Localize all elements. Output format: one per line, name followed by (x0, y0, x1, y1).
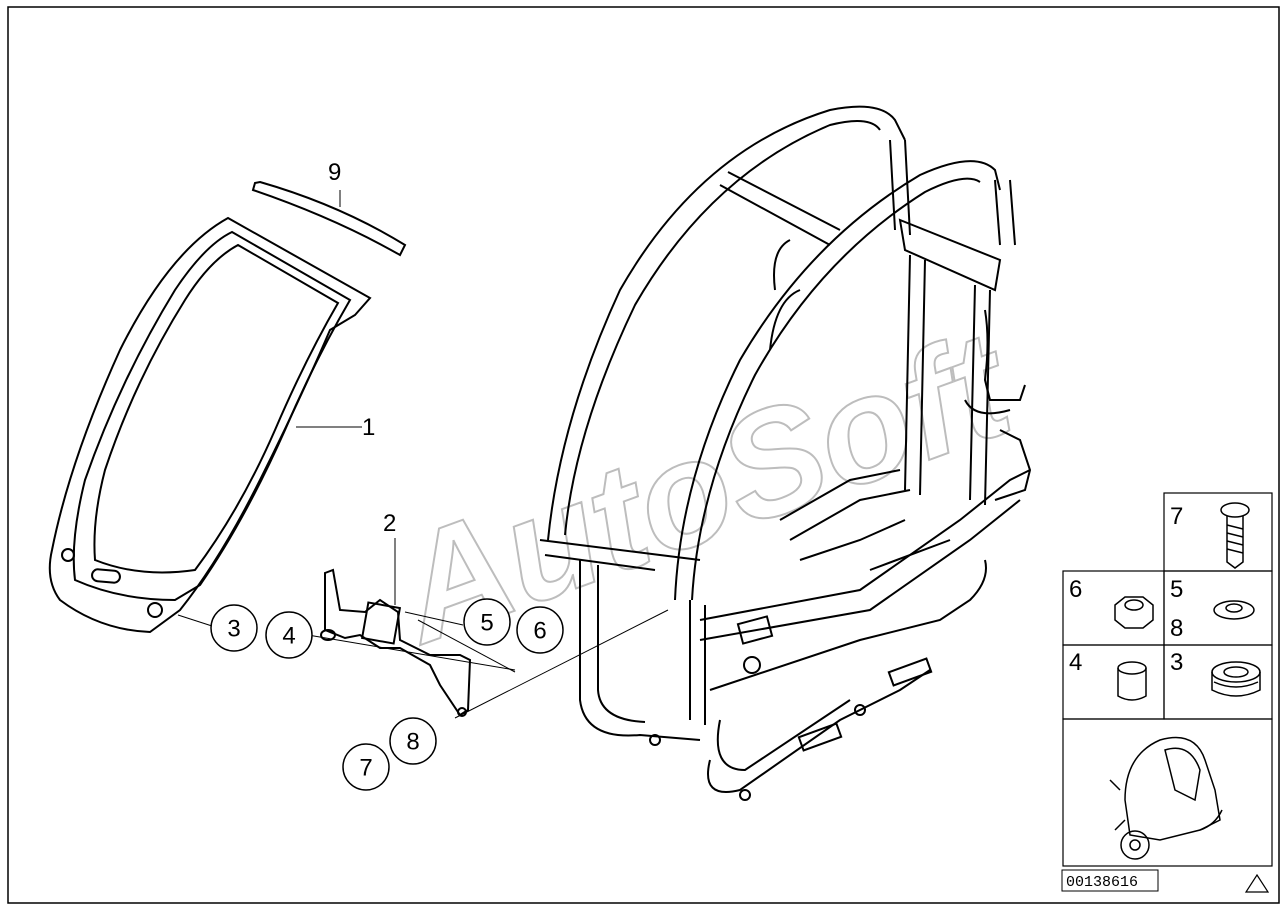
washer-icon (1213, 600, 1255, 620)
callout-3[interactable]: 3 (210, 604, 258, 652)
grommet-icon (1211, 661, 1261, 697)
callout-6-text: 6 (533, 618, 546, 645)
triangle-icon (1244, 873, 1270, 893)
leader-lines (177, 190, 669, 719)
callout-4[interactable]: 4 (265, 611, 313, 659)
spacer-sleeve-icon (1117, 661, 1147, 701)
legend-label-7: 7 (1170, 503, 1183, 530)
trim-strip-drawing (251, 180, 407, 257)
callout-5[interactable]: 5 (463, 598, 511, 646)
legend-label-4: 4 (1069, 649, 1082, 676)
label-part-1: 1 (362, 414, 375, 441)
frame-drawing (539, 105, 1032, 801)
hardware-legend (1062, 492, 1273, 867)
callout-4-text: 4 (282, 623, 295, 650)
nut-icon (1114, 596, 1154, 629)
legend-label-5: 5 (1170, 576, 1183, 603)
callout-6[interactable]: 6 (516, 606, 564, 654)
bracket-drawing (320, 568, 472, 717)
callout-5-text: 5 (480, 610, 493, 637)
callout-8-text: 8 (406, 729, 419, 756)
diagram-border (7, 6, 1280, 904)
callout-7-text: 7 (359, 755, 372, 782)
callout-7[interactable]: 7 (342, 743, 390, 791)
screw-icon (1220, 502, 1250, 569)
label-part-2: 2 (383, 510, 396, 537)
callout-3-text: 3 (227, 616, 240, 643)
reference-number-box (1061, 869, 1159, 892)
callout-8[interactable]: 8 (389, 717, 437, 765)
vehicle-thumbnail (1109, 736, 1223, 860)
legend-label-6: 6 (1069, 576, 1082, 603)
reference-number: 00138616 (1066, 874, 1138, 891)
label-part-9: 9 (328, 159, 341, 186)
windshield-drawing (48, 216, 372, 634)
legend-label-8: 8 (1170, 615, 1183, 642)
legend-label-3: 3 (1170, 649, 1183, 676)
